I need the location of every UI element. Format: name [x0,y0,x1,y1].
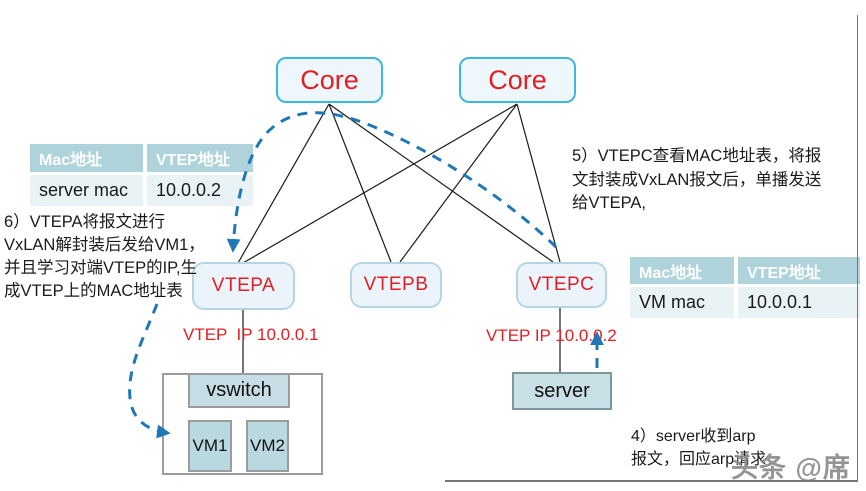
link-core2-vtepb [399,103,518,263]
annotation-step4: 4）server收到arp 报文，回应arp请求 [631,428,767,468]
watermark: 头条 @席宸 [731,453,851,483]
slide-border-bottom [445,480,858,482]
mac-table-vtepa-header-mac: Mac地址 [30,144,143,172]
slide-border-right [857,15,858,481]
node-vtepb-label: VTEPB [363,274,429,295]
node-vswitch-label: vswitch [206,379,272,401]
flow-arrow-vtepc-to-vtepa [226,111,558,253]
node-vm1: VM1 [188,420,232,472]
annotation-step6: 6）VTEPA将报文进行 VxLAN解封装后发给VM1， 并且学习对端VTEP的… [4,213,205,300]
node-vtepc: VTEPC [516,262,607,308]
vtepc-ip-label: VTEP IP 10.0.0.2 [486,326,617,345]
mac-table-vtepc-header: Mac地址 VTEP地址 [630,257,860,284]
node-vtepc-label: VTEPC [528,274,595,295]
mac-table-vtepa-header: Mac地址 VTEP地址 [30,144,253,172]
node-core-left-label: Core [300,64,359,95]
mac-table-vtepa-cell-vtep: 10.0.0.2 [147,175,253,206]
node-vtepa: VTEPA [192,262,295,310]
link-core2-vtepc [516,103,561,263]
mac-table-vtepc: Mac地址 VTEP地址 VM mac 10.0.0.1 [630,257,860,318]
node-vm1-label: VM1 [192,436,228,455]
mac-table-vtepa-header-vtep: VTEP地址 [147,144,253,172]
link-core1-vtepc [328,103,554,263]
vtepa-ip-label: VTEP IP 10.0.0.1 [183,325,319,344]
mac-table-vtepc-cell-mac: VM mac [630,287,734,318]
annotation-step5: 5）VTEPC查看MAC地址表，将报 文封装成VxLAN报文后，单播发送 给VT… [572,147,822,212]
mac-table-vtepc-cell-vtep: 10.0.0.1 [738,287,860,318]
link-core2-vtepa [242,103,518,264]
mac-table-vtepa-row: server mac 10.0.0.2 [30,175,253,206]
node-vtepb: VTEPB [350,262,442,308]
node-core-right: Core [459,57,576,103]
mac-table-vtepc-row: VM mac 10.0.0.1 [630,287,860,318]
node-server-label: server [534,379,590,402]
node-core-right-label: Core [488,64,547,95]
mac-table-vtepc-header-mac: Mac地址 [630,257,734,284]
mac-table-vtepc-header-vtep: VTEP地址 [738,257,860,284]
mac-table-vtepa-cell-mac: server mac [30,175,143,206]
node-server: server [512,372,612,410]
node-vm2: VM2 [246,420,289,472]
node-vm2-label: VM2 [250,436,285,455]
mac-table-vtepa: Mac地址 VTEP地址 server mac 10.0.0.2 [30,144,253,206]
node-vtepa-label: VTEPA [211,275,276,296]
node-vswitch: vswitch [188,373,290,408]
node-core-left: Core [276,57,383,103]
link-core1-vtepb [328,103,392,263]
